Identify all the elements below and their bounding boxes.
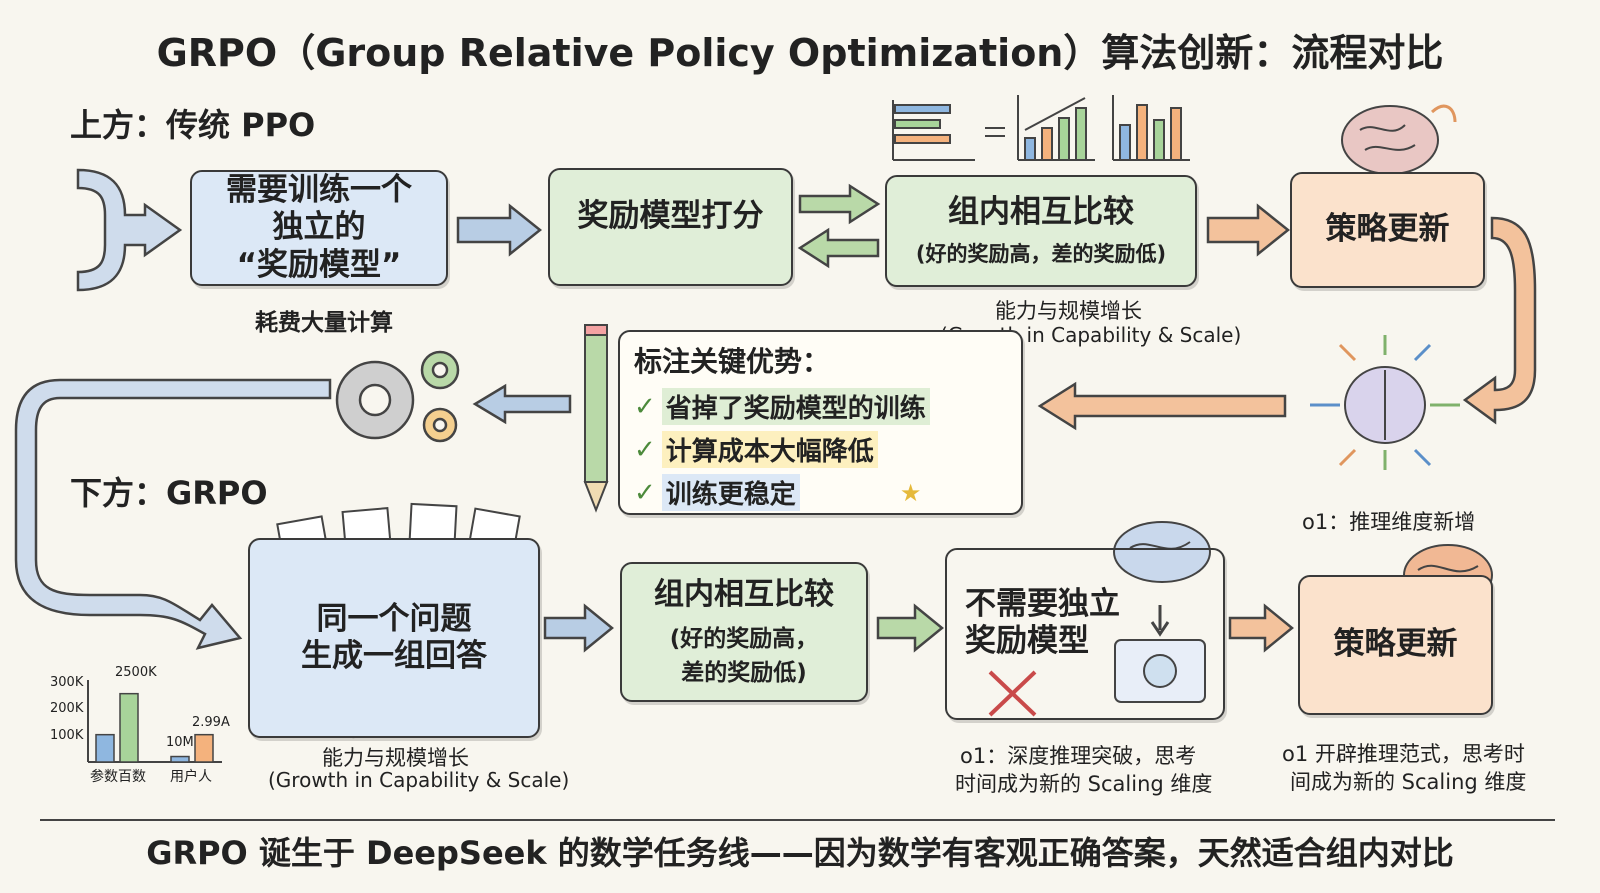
top-section-label: 上方：传统 PPO xyxy=(70,106,316,144)
mini-chart-bar xyxy=(194,733,214,763)
brain-icon-b3 xyxy=(1113,521,1211,583)
bar-chart-icon xyxy=(892,95,1190,161)
grpo-box1-line1: 同一个问题 xyxy=(316,600,472,637)
mini-chart-tick-300k: 300K xyxy=(50,675,84,690)
grpo-growth-en: (Growth in Capability & Scale) xyxy=(268,768,570,792)
grpo-policy-update-box: 策略更新 xyxy=(1298,575,1493,715)
footer-caption: GRPO 诞生于 DeepSeek 的数学任务线——因为数学有客观正确答案，天然… xyxy=(146,834,1454,872)
star-icon: ★ xyxy=(899,478,922,507)
entry-fork-arrow xyxy=(76,168,183,292)
grpo-box4-note1: o1 开辟推理范式，思考时 xyxy=(1282,742,1525,766)
grpo-box3-line1: 不需要独立 xyxy=(965,586,1120,622)
ppo-group-compare-box: 组内相互比较 (好的奖励高，差的奖励低) xyxy=(885,175,1197,287)
check-icon: ✓ xyxy=(634,434,656,465)
arrow-box3-box2 xyxy=(797,227,880,269)
mini-chart-bar xyxy=(95,733,115,763)
advantages-title: 标注关键优势： xyxy=(634,345,831,378)
arrow-box3-box4 xyxy=(1206,203,1291,257)
grpo-box3-note1: o1：深度推理突破，思考 xyxy=(960,744,1197,768)
arrow-left-loop xyxy=(14,378,332,650)
brain-icon-top xyxy=(1341,104,1457,175)
grpo-box3-note2: 时间成为新的 Scaling 维度 xyxy=(955,772,1213,796)
grpo-box4-top-note: o1：推理维度新增 xyxy=(1302,510,1476,534)
advantage-item-1: 省掉了奖励模型的训练 xyxy=(661,388,930,425)
grpo-growth-cn: 能力与规模增长 xyxy=(322,746,469,770)
ppo-reward-scoring-box: 奖励模型打分 xyxy=(548,168,793,286)
arrow-middle-left xyxy=(1037,381,1287,431)
grpo-box4-text: 策略更新 xyxy=(1333,626,1458,663)
ppo-box3-title: 组内相互比较 xyxy=(948,194,1134,231)
advantage-item-3: 训练更稳定 xyxy=(661,474,800,511)
ppo-growth-cn: 能力与规模增长 xyxy=(995,299,1142,323)
check-icon: ✓ xyxy=(634,477,656,508)
ppo-box1-line1: 需要训练一个 xyxy=(226,172,412,209)
mini-chart-tick-100k: 100K xyxy=(50,728,84,743)
arrow-right-curve xyxy=(1462,216,1537,425)
page-title: GRPO（Group Relative Policy Optimization）… xyxy=(156,31,1444,75)
mini-chart-label-params: 参数百数 xyxy=(90,769,146,785)
ppo-box4-text: 策略更新 xyxy=(1325,211,1450,248)
arrow-to-gears xyxy=(472,383,572,425)
brain-burst-icon xyxy=(1310,335,1460,470)
ppo-reward-model-box: 需要训练一个 独立的 “奖励模型” xyxy=(190,170,448,286)
arrow-b1-b2 xyxy=(543,603,614,653)
mini-chart-val-299a: 2.99A xyxy=(192,715,230,730)
mini-chart-val-10m: 10M xyxy=(166,735,194,750)
arrow-b2-b3 xyxy=(876,603,944,653)
bottom-section-label: 下方：GRPO xyxy=(70,474,268,512)
model-diagram-icon xyxy=(1114,605,1206,703)
mini-chart-bars xyxy=(95,692,214,763)
grpo-box3-line2: 奖励模型 xyxy=(965,623,1089,660)
grpo-box1-line2: 生成一组回答 xyxy=(301,638,487,674)
arrow-box1-box2 xyxy=(456,203,543,257)
mini-chart-label-users: 用户人 xyxy=(170,769,212,785)
mini-chart-bar xyxy=(119,692,139,763)
grpo-group-compare-box: 组内相互比较 (好的奖励高， 差的奖励低) xyxy=(620,562,868,702)
arrow-b3-b4 xyxy=(1228,603,1294,653)
advantage-item-2: 计算成本大幅降低 xyxy=(661,431,878,468)
ppo-box3-sub: (好的奖励高，差的奖励低) xyxy=(915,241,1167,266)
ppo-box2-text: 奖励模型打分 xyxy=(577,198,764,234)
grpo-box2-title: 组内相互比较 xyxy=(654,577,834,612)
crossed-out-model-icon xyxy=(988,670,1037,717)
gears-icon xyxy=(335,350,460,443)
grpo-box2-sub1: (好的奖励高， xyxy=(669,626,819,652)
ppo-cost-note: 耗费大量计算 xyxy=(255,310,393,336)
mini-chart-val-2500k: 2500K xyxy=(115,665,157,680)
ppo-box1-line2: 独立的 xyxy=(272,209,366,246)
ppo-box1-line3: “奖励模型” xyxy=(236,246,402,283)
advantages-note: 标注关键优势： ✓ 省掉了奖励模型的训练 ✓ 计算成本大幅降低 ✓ 训练更稳定 … xyxy=(618,330,1023,515)
grpo-box4-note2: 间成为新的 Scaling 维度 xyxy=(1290,770,1527,794)
grpo-box2-sub2: 差的奖励低) xyxy=(681,660,807,686)
check-icon: ✓ xyxy=(634,391,656,422)
pencil-icon xyxy=(583,324,609,513)
ppo-policy-update-box: 策略更新 xyxy=(1290,172,1485,288)
grpo-group-answers-box: 同一个问题 生成一组回答 xyxy=(248,538,540,738)
mini-chart-bar xyxy=(170,755,190,763)
arrow-box2-box3 xyxy=(798,183,881,225)
mini-chart-tick-200k: 200K xyxy=(50,701,84,716)
grpo-no-reward-model-box: 不需要独立 奖励模型 xyxy=(945,548,1225,720)
